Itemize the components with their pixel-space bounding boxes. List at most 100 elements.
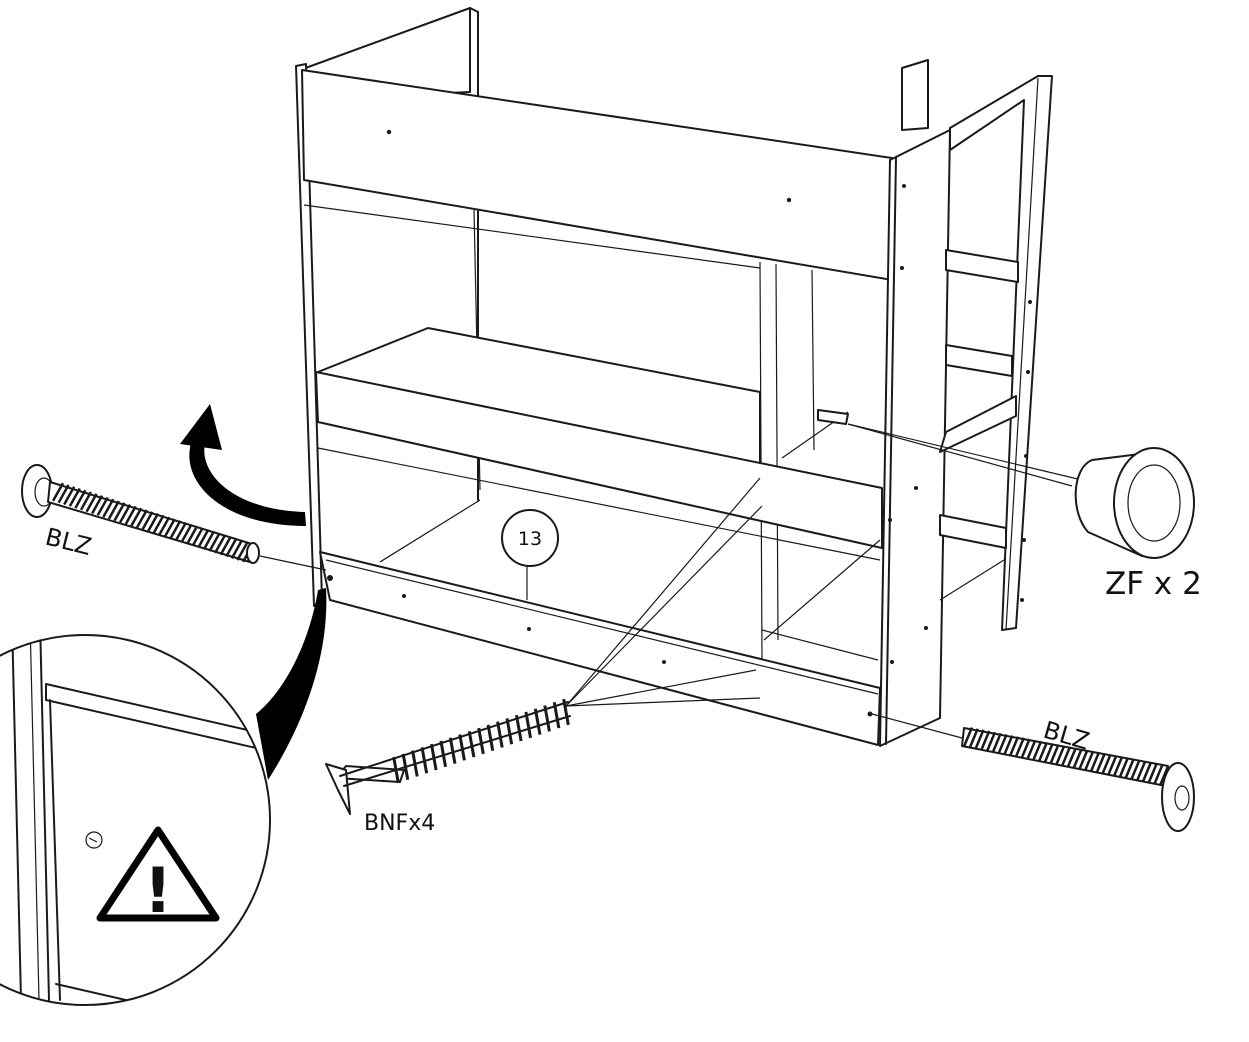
screw-thread bbox=[420, 747, 429, 774]
right-bolt-thread bbox=[1020, 738, 1031, 759]
screw-thread bbox=[524, 711, 533, 739]
detail-rail bbox=[45, 683, 270, 759]
screw-thread bbox=[429, 743, 438, 771]
right-bolt-thread bbox=[1009, 736, 1020, 757]
left-bolt-thread bbox=[169, 520, 182, 540]
screw-thread bbox=[552, 702, 561, 729]
right-bolt-thread bbox=[1060, 746, 1072, 767]
right-bolt-thread bbox=[1130, 760, 1141, 781]
right-bolt-thread bbox=[1135, 761, 1147, 782]
detail-side-panel bbox=[11, 635, 51, 1005]
hole-markers bbox=[327, 129, 1032, 717]
right-bolt-thread bbox=[1101, 754, 1112, 775]
right-bolt-thread bbox=[1118, 758, 1129, 778]
right-bolt: BLZ bbox=[871, 713, 1195, 832]
left-bolt-thread bbox=[225, 538, 238, 558]
left-bolt-thread bbox=[63, 486, 76, 506]
left-bolt-thread bbox=[219, 536, 232, 556]
left-bolt-label: BLZ bbox=[43, 523, 95, 561]
right-bolt-thread bbox=[1003, 735, 1014, 755]
part-number-callout: 13 bbox=[501, 509, 559, 600]
left-bolt-thread bbox=[197, 529, 210, 549]
screw-thread bbox=[401, 753, 410, 780]
left-bolt-thread bbox=[163, 518, 176, 538]
left-bolt-thread bbox=[230, 539, 243, 559]
detail-circle-outline bbox=[0, 634, 271, 1006]
left-bolt-thread bbox=[119, 504, 132, 524]
screw-thread bbox=[505, 718, 514, 745]
left-bolt-thread bbox=[107, 500, 120, 520]
screw-thread bbox=[533, 708, 542, 735]
knob-label: ZF x 2 bbox=[1105, 566, 1202, 602]
screw-thread bbox=[448, 737, 457, 764]
left-bolt-thread bbox=[214, 534, 227, 554]
cabinet-assembly bbox=[295, 7, 1053, 747]
right-bolt-thread bbox=[1083, 751, 1095, 771]
left-bolt: BLZ bbox=[21, 464, 327, 571]
left-bolt-thread bbox=[191, 527, 204, 547]
screw-thread bbox=[496, 721, 504, 748]
left-bolt-thread bbox=[152, 514, 165, 534]
right-bolt-thread bbox=[1026, 739, 1037, 760]
right-bolt-thread bbox=[1095, 753, 1106, 774]
right-bolt-thread bbox=[1153, 764, 1164, 785]
screw-thread bbox=[467, 731, 476, 758]
bottom-rail bbox=[319, 551, 881, 746]
left-bolt-thread bbox=[130, 507, 143, 527]
left-bolt-thread bbox=[85, 493, 98, 513]
left-bolt-thread bbox=[113, 502, 126, 522]
right-bolt-thread bbox=[1124, 759, 1135, 780]
left-bolt-thread bbox=[180, 523, 193, 543]
right-bolt-thread bbox=[997, 733, 1008, 754]
right-bolt-thread bbox=[1089, 752, 1100, 773]
left-bolt-thread bbox=[57, 484, 70, 504]
screw-thread bbox=[392, 756, 400, 784]
left-bolt-thread bbox=[96, 496, 109, 516]
right-bolt-thread bbox=[1037, 742, 1049, 762]
left-bolt-thread bbox=[236, 541, 249, 561]
left-bolt-thread bbox=[91, 495, 104, 515]
left-bolt-thread bbox=[186, 525, 199, 545]
right-bolt-thread bbox=[1055, 745, 1066, 766]
right-bolt-thread bbox=[1014, 737, 1025, 758]
right-bolt-thread bbox=[962, 727, 974, 747]
knob-part: ZF x 2 bbox=[847, 423, 1202, 602]
zoom-arrow bbox=[256, 588, 327, 780]
rotate-arrow bbox=[180, 404, 306, 526]
left-bolt-thread bbox=[158, 516, 171, 536]
right-side-panel bbox=[879, 129, 951, 747]
right-bolt-thread bbox=[1072, 748, 1083, 769]
left-bolt-thread bbox=[146, 512, 160, 533]
left-bolt-thread bbox=[124, 505, 137, 525]
left-bolt-thread bbox=[208, 532, 221, 552]
screw-thread bbox=[486, 724, 495, 751]
right-bolt-thread bbox=[1066, 747, 1077, 768]
screw-thread bbox=[543, 705, 551, 732]
right-bolt-thread bbox=[1043, 743, 1054, 763]
right-bolt-thread bbox=[1147, 763, 1158, 784]
part-number-label: 13 bbox=[518, 528, 542, 550]
right-bolt-thread bbox=[1078, 750, 1089, 770]
ladder-post-back bbox=[901, 59, 929, 131]
ladder-post-front bbox=[949, 75, 1053, 631]
screw-thread bbox=[514, 714, 523, 742]
right-bolt-thread bbox=[991, 732, 1002, 753]
right-bolt-thread bbox=[1032, 740, 1043, 761]
left-bolt-thread bbox=[141, 511, 154, 531]
left-bolt-thread bbox=[79, 491, 92, 511]
screw-part: BNFx4 bbox=[325, 477, 763, 836]
right-bolt-thread bbox=[968, 728, 979, 749]
screw-label: BNFx4 bbox=[364, 811, 435, 836]
left-bolt-thread bbox=[68, 487, 81, 507]
top-rail bbox=[301, 69, 893, 281]
left-bolt-thread bbox=[51, 482, 65, 502]
left-bolt-thread bbox=[102, 498, 115, 518]
right-bolt-thread bbox=[1141, 762, 1152, 783]
left-bolt-thread bbox=[135, 509, 148, 529]
right-bolt-thread bbox=[1158, 766, 1170, 786]
left-bolt-thread bbox=[174, 521, 187, 541]
detail-magnifier: ! bbox=[0, 634, 271, 1006]
screw-thread bbox=[458, 734, 466, 761]
right-bolt-thread bbox=[980, 730, 991, 751]
